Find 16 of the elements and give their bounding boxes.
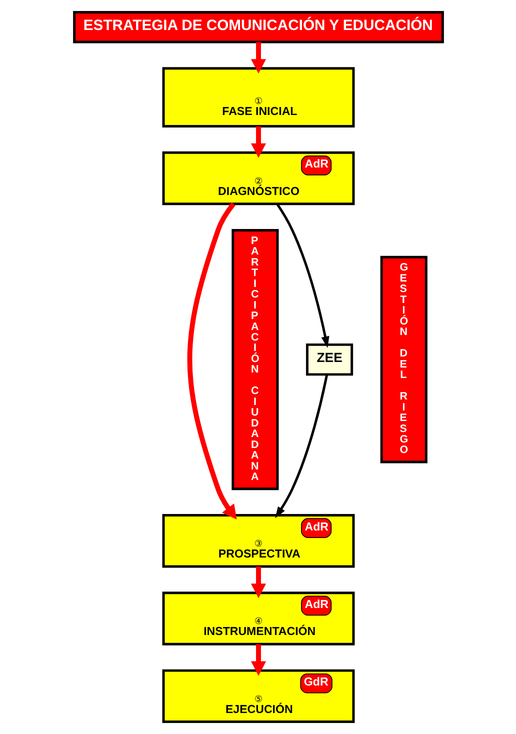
node-box: GdR ⑤ EJECUCIÓN xyxy=(162,669,354,723)
arrow xyxy=(250,566,266,598)
arrow xyxy=(274,374,328,518)
node-box: ZEE xyxy=(306,343,353,376)
node-box: AdR ④ INSTRUMENTACIÓN xyxy=(162,592,354,646)
node-box: ESTRATEGIA DE COMUNICACIÓN Y EDUCACIÓN xyxy=(72,11,444,44)
arrow xyxy=(250,126,266,158)
node-box: PARTICIPACIÓN CIUDADANA xyxy=(231,229,278,490)
arrow xyxy=(276,203,329,348)
node-box: GESTIÓN DEL RIESGO xyxy=(380,256,427,464)
node-box: ① FASE INICIAL xyxy=(162,67,354,128)
arrow xyxy=(186,202,236,520)
node-box: AdR ② DIAGNÓSTICO xyxy=(162,151,354,206)
node-box: AdR ③ PROSPECTIVA xyxy=(162,514,354,568)
arrow xyxy=(250,42,266,74)
arrow xyxy=(250,644,266,676)
